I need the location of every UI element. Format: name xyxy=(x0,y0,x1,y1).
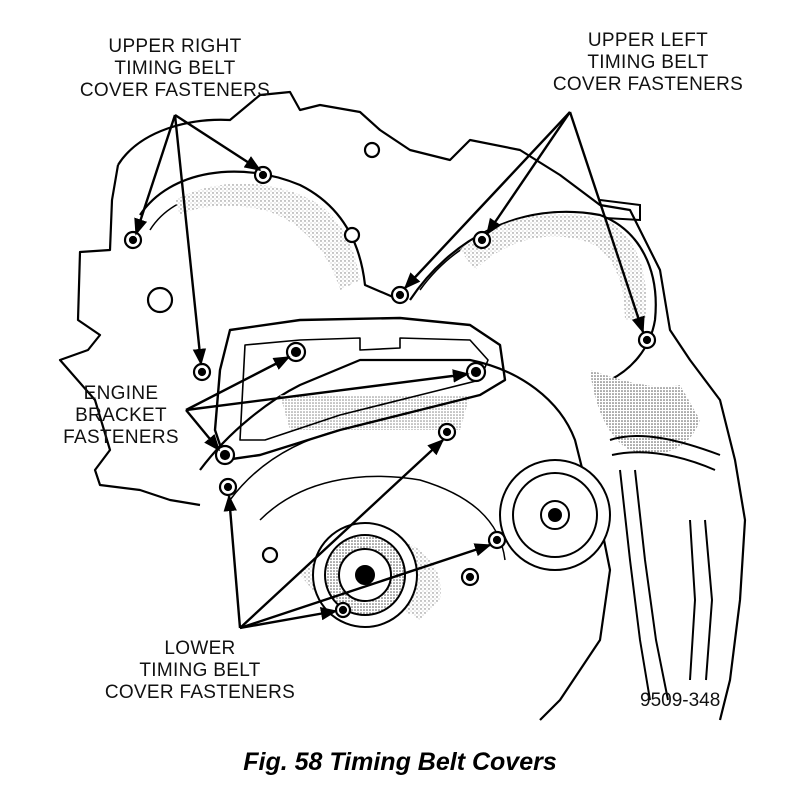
bracket-fastener-3 xyxy=(214,444,236,466)
figure-caption: Fig. 58 Timing Belt Covers xyxy=(243,748,557,776)
lower-fastener-5 xyxy=(460,567,480,587)
fasteners xyxy=(123,141,657,619)
upper-right-fastener-1 xyxy=(253,165,273,185)
label-line: COVER FASTENERS xyxy=(552,74,744,95)
lower-fastener-1 xyxy=(218,477,238,497)
lower-fastener-3 xyxy=(334,601,352,619)
label-line: TIMING BELT xyxy=(587,52,709,73)
label-line: FASTENERS xyxy=(63,427,179,448)
label-line: UPPER RIGHT xyxy=(108,36,242,57)
upper-right-fastener-2 xyxy=(123,230,143,250)
bracket-fastener-1 xyxy=(285,341,307,363)
misc-bolt-1 xyxy=(261,546,279,564)
label-line: COVER FASTENERS xyxy=(104,682,296,703)
bracket-fastener-2 xyxy=(465,361,487,383)
upper-left-fastener-1 xyxy=(390,285,410,305)
label-line: ENGINE xyxy=(83,383,159,404)
lower-fastener-4 xyxy=(487,530,507,550)
label-line: BRACKET xyxy=(75,405,167,426)
upper-left-fastener-3 xyxy=(637,330,657,350)
misc-bolt-4 xyxy=(146,286,174,314)
engine-bracket-fasteners-label: ENGINE BRACKET FASTENERS xyxy=(56,383,186,449)
label-line: TIMING BELT xyxy=(114,58,236,79)
lower-fasteners-label: LOWER TIMING BELT COVER FASTENERS xyxy=(100,638,300,704)
misc-bolt-2 xyxy=(343,226,361,244)
figure-code: 9509-348 xyxy=(640,690,721,711)
idler-pulley xyxy=(499,459,611,571)
upper-left-fasteners-label: UPPER LEFT TIMING BELT COVER FASTENERS xyxy=(548,30,748,96)
upper-right-fasteners-label: UPPER RIGHT TIMING BELT COVER FASTENERS xyxy=(60,36,290,102)
upper-right-fastener-3 xyxy=(192,362,212,382)
hoses xyxy=(599,199,721,701)
label-line: LOWER xyxy=(164,638,236,659)
tensioner-pulley xyxy=(312,522,418,628)
misc-bolt-3 xyxy=(363,141,381,159)
label-line: TIMING BELT xyxy=(139,660,261,681)
engine-bracket xyxy=(213,316,507,462)
label-line: COVER FASTENERS xyxy=(79,80,271,101)
upper-left-fastener-2 xyxy=(472,230,492,250)
leader-arrows xyxy=(134,111,645,630)
lower-fastener-2 xyxy=(437,422,457,442)
label-line: UPPER LEFT xyxy=(587,30,709,51)
